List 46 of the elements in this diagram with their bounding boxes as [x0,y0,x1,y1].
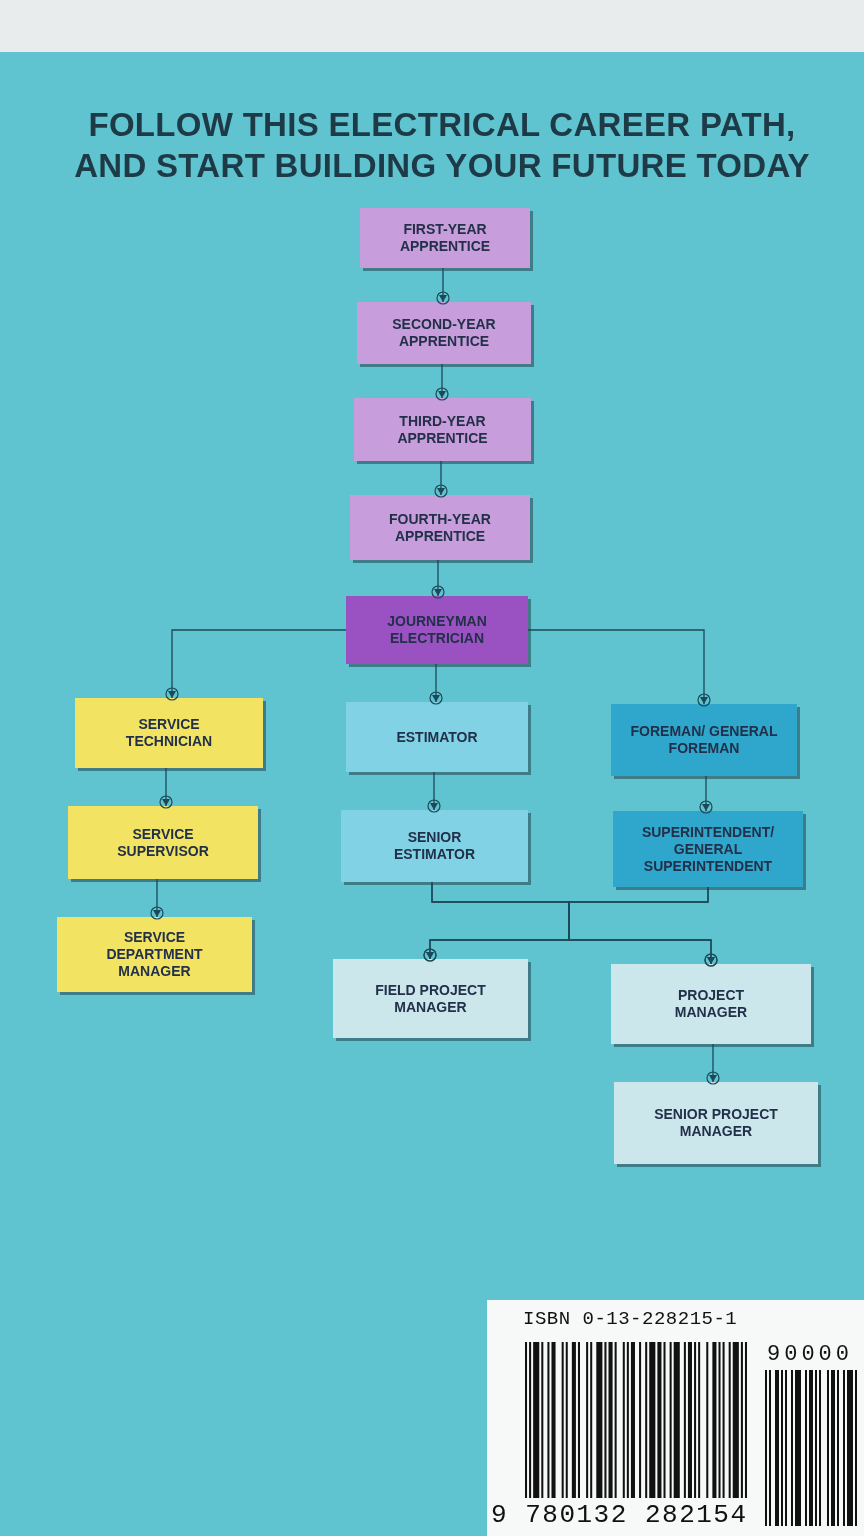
process-box [346,596,528,664]
job-title: FOURTH-YEAR APPRENTICE [388,510,492,545]
arrow [159,767,173,809]
process-box [613,811,803,887]
arrow [699,775,713,814]
isbn-number: ISBN 0-13-228215-1 [523,1310,738,1329]
arrow [436,267,450,305]
title: FOLLOW THIS ELECTRICAL CAREER PATH, AND START BUILDING YOUR FUTURE TODAY [73,105,811,186]
arrow [434,460,448,498]
process-box [75,698,263,768]
job-title: SERVICE SUPERVISOR [116,825,210,860]
arrow [165,629,347,701]
job-title: FIELD PROJECT MANAGER [374,981,487,1016]
job-title: SENIOR PROJECT MANAGER [653,1106,779,1140]
job-title: PROJECT MANAGER [673,987,749,1021]
job-title: SUPERINTENDENT/ GENERAL SUPERINTENDENT [640,823,776,875]
job-title: SENIOR ESTIMATOR [392,829,477,863]
arrow [429,663,443,705]
arrow [706,1043,720,1085]
arrow [431,559,445,599]
job-title: FIRST-YEAR APPRENTICE [398,221,492,255]
arrow [427,771,441,813]
process-box [611,964,811,1044]
process-box [68,806,258,879]
price-code: 90000 [767,1344,853,1366]
arrow [435,363,449,401]
process-box [350,495,530,560]
job-title: ESTIMATOR [396,728,478,746]
process-box [341,810,528,882]
process-box [346,702,528,772]
job-title: FOREMAN/ GENERAL FOREMAN [629,723,779,757]
process-box [333,959,528,1038]
process-box [354,398,531,461]
job-title: SERVICE DEPARTMENT MANAGER [105,929,204,980]
job-title: SECOND-YEAR APPRENTICE [391,316,497,350]
process-box [57,917,252,992]
process-box [360,208,530,268]
job-title: JOURNEYMAN ELECTRICIAN [386,613,488,647]
job-title: SERVICE TECHNICIAN [124,716,214,750]
arrow [527,629,711,707]
arrow [150,878,164,920]
process-box [614,1082,818,1164]
process-box [357,302,531,364]
job-title: THIRD-YEAR APPRENTICE [396,412,489,447]
arrow [568,886,718,967]
process-box [611,704,797,776]
